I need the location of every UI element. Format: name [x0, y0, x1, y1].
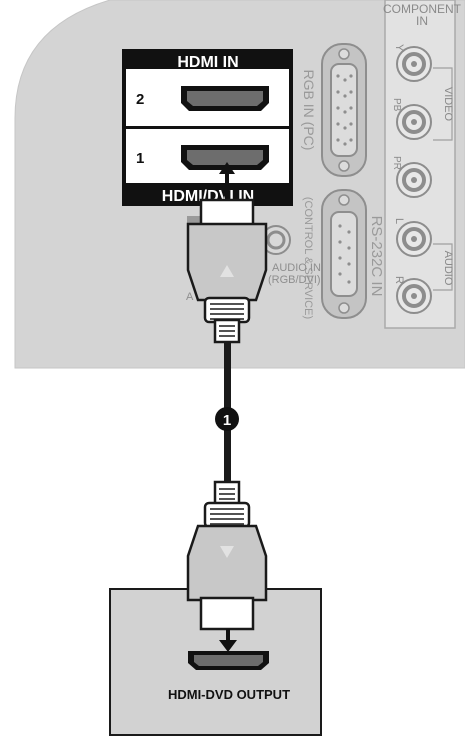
rgb-in-port: RGB IN (PC) [301, 43, 367, 177]
audio-in-label: AUDIO IN [272, 262, 321, 274]
hdmi-in-panel: HDMI IN 2 1 HDMI/DVI IN [122, 49, 293, 206]
jack-pb [396, 104, 432, 140]
rs232c-sub-label: (CONTROL & SERVICE) [302, 197, 314, 319]
hdmi-in-label: HDMI IN [177, 54, 238, 71]
rs232c-label: RS-232C IN [368, 216, 385, 297]
component-label: COMPONENT [383, 2, 462, 16]
port-2-label: 2 [136, 91, 144, 108]
jack-y [396, 46, 432, 82]
rgb-in-label: RGB IN (PC) [301, 70, 317, 151]
port-1-label: 1 [136, 150, 144, 167]
insert-arrow-up [219, 162, 235, 206]
component-panel: COMPONENT IN VIDEO AUDIO [383, 0, 462, 329]
video-label: VIDEO [442, 87, 454, 122]
jack-pr [396, 162, 432, 198]
audio-in-sub-label: (RGB/DVI) [268, 274, 321, 286]
jack-pr-label: PR [391, 156, 402, 170]
jack-y-label: Y [393, 44, 405, 52]
jack-r [396, 278, 432, 314]
audio-in-partial-label: A [186, 291, 194, 303]
jack-r-label: R [393, 276, 405, 284]
hdmi-output-port [188, 651, 269, 670]
hdmi-plug-top [186, 198, 268, 344]
jack-l [396, 221, 432, 257]
hdmi-port-2 [181, 86, 269, 111]
hdmi-dvd-output-label: HDMI-DVD OUTPUT [168, 687, 290, 702]
insert-arrow-down [219, 629, 237, 652]
audio-label: AUDIO [442, 251, 454, 286]
hdmi-port-1 [181, 145, 269, 170]
component-in-label: IN [416, 14, 428, 28]
step-badge: 1 [215, 407, 239, 431]
jack-pb-label: PB [391, 98, 402, 112]
step-number: 1 [223, 412, 231, 429]
rs232c-port: RS-232C IN (CONTROL & SERVICE) [302, 189, 385, 319]
jack-l-label: L [393, 218, 405, 224]
